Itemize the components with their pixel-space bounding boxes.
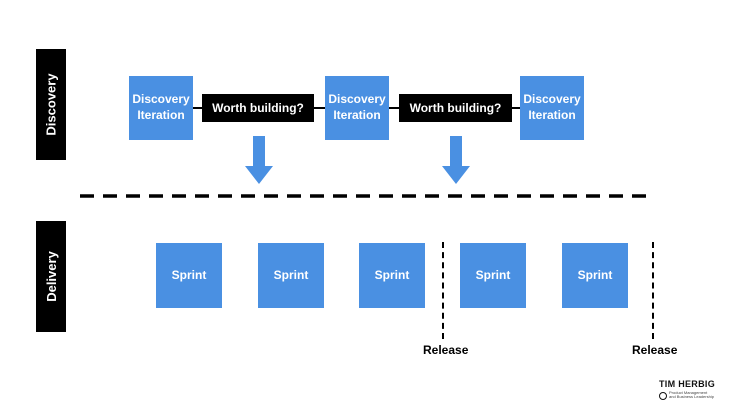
down-arrow-1-shape [245, 136, 273, 184]
sprint-5: Sprint [562, 243, 628, 308]
decision-1-label: Worth building? [212, 101, 304, 115]
phase-divider [80, 194, 652, 198]
down-arrow-icon [245, 136, 273, 184]
release-label-2: Release [632, 343, 678, 357]
sprint-2: Sprint [258, 243, 324, 308]
discovery-iteration-1: Discovery Iteration [129, 76, 193, 140]
decision-1: Worth building? [202, 94, 314, 122]
discovery-iteration-1-label: Discovery Iteration [132, 92, 190, 122]
discovery-iteration-2: Discovery Iteration [325, 76, 389, 140]
sprint-2-label: Sprint [273, 267, 309, 282]
discovery-iteration-2-label: Discovery Iteration [328, 92, 386, 122]
discovery-lane-text: Discovery [43, 73, 59, 136]
discovery-lane-label: Discovery [36, 49, 66, 160]
delivery-lane-label: Delivery [36, 221, 66, 332]
brand-logo-icon [659, 392, 667, 400]
delivery-lane-text: Delivery [43, 251, 59, 302]
discovery-iteration-3: Discovery Iteration [520, 76, 584, 140]
sprint-1: Sprint [156, 243, 222, 308]
release-label-1: Release [423, 343, 469, 357]
release-marker-1 [442, 242, 444, 339]
down-arrow-2-shape [442, 136, 470, 184]
discovery-iteration-3-label: Discovery Iteration [523, 92, 581, 122]
sprint-3: Sprint [359, 243, 425, 308]
decision-2-label: Worth building? [409, 101, 502, 115]
brand-tagline: Product Management and Business Leadersh… [669, 390, 714, 400]
sprint-5-label: Sprint [577, 267, 613, 282]
decision-2: Worth building? [399, 94, 512, 122]
sprint-1-label: Sprint [171, 267, 207, 282]
brand-name: TIM HERBIG [659, 379, 715, 389]
sprint-4: Sprint [460, 243, 526, 308]
sprint-3-label: Sprint [374, 267, 410, 282]
sprint-4-label: Sprint [475, 267, 511, 282]
down-arrow-icon [442, 136, 470, 184]
release-marker-2 [652, 242, 654, 339]
